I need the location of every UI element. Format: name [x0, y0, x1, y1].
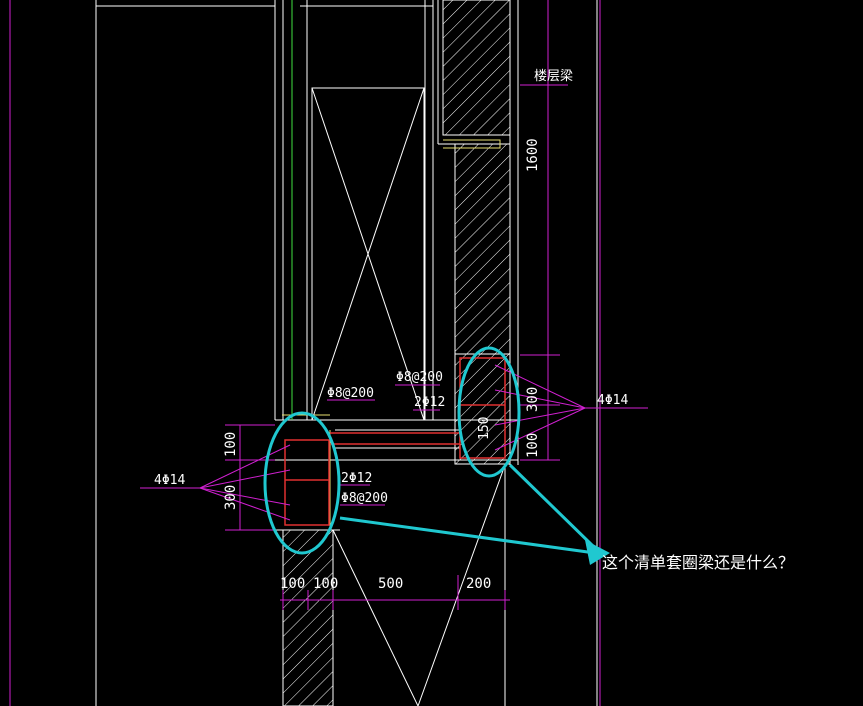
axis-lines	[9, 0, 601, 706]
leader-lines	[140, 364, 648, 521]
dim-bottom-100b: 100	[313, 576, 338, 592]
lower-stirrup-label: Φ8@200	[341, 491, 388, 506]
wall-outlines	[95, 0, 598, 706]
rebar-4phi14-left-label: 4Φ14	[154, 473, 185, 488]
dim-100-right: 100	[525, 433, 541, 458]
section-150-label: 150	[477, 417, 492, 440]
top-stirrup-label: Φ8@200	[396, 370, 443, 385]
dim-100-left: 100	[223, 432, 239, 457]
left-stirrup-label: Φ8@200	[327, 386, 374, 401]
dim-300-left: 300	[223, 485, 239, 510]
dim-300-right: 300	[525, 387, 541, 412]
rebar-2phi12-upper-label: 2Φ12	[414, 395, 445, 410]
left-beam-highlight	[263, 411, 341, 555]
dim-bottom-100a: 100	[280, 576, 305, 592]
hatched-regions	[282, 0, 511, 706]
rebar-outlines	[284, 357, 506, 526]
question-annotation: 这个清单套圈梁还是什么？	[602, 553, 794, 572]
rebar-2phi12-lower-label: 2Φ12	[341, 471, 372, 486]
floor-beam-label: 楼层梁	[534, 69, 573, 84]
window-opening	[311, 87, 506, 706]
arrow-head	[585, 540, 610, 565]
right-beam-highlight	[457, 346, 521, 478]
dim-1600: 1600	[525, 138, 541, 172]
cyan-highlights	[263, 346, 597, 555]
dim-bottom-200: 200	[466, 576, 491, 592]
dim-bottom-500: 500	[378, 576, 403, 592]
dimension-lines	[225, 0, 568, 610]
rebar-4phi14-right-label: 4Φ14	[597, 393, 628, 408]
